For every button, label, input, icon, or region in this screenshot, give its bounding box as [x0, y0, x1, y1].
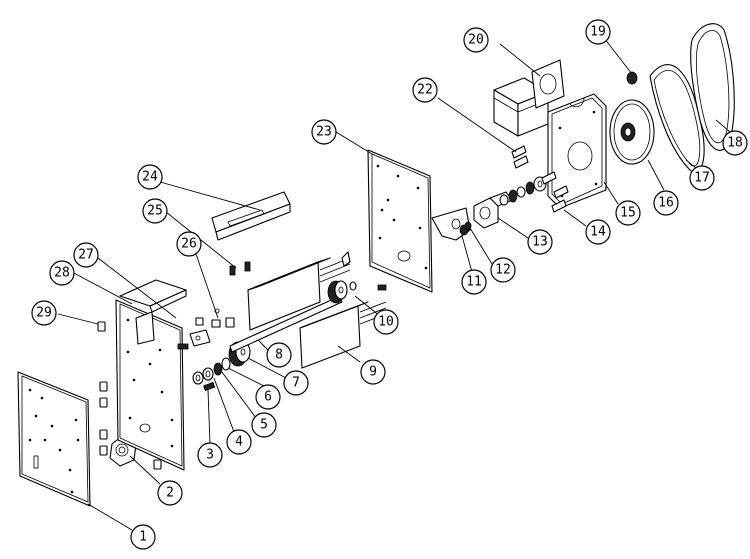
callout-17-label: 17	[694, 171, 710, 186]
callout-28: 28	[49, 260, 75, 286]
callout-19-label: 19	[590, 25, 606, 40]
callout-26: 26	[176, 231, 202, 257]
washer-chain	[499, 176, 547, 206]
callout-14: 14	[585, 219, 611, 245]
callout-26-label: 26	[181, 237, 197, 252]
callout-24: 24	[137, 164, 163, 190]
part-11-bracket	[431, 207, 471, 241]
callout-5-label: 5	[260, 418, 268, 433]
callout-11-label: 11	[466, 275, 482, 290]
callout-11: 11	[461, 269, 487, 295]
callout-27-label: 27	[78, 248, 94, 263]
callout-15-label: 15	[620, 206, 636, 221]
callout-18: 18	[722, 130, 748, 156]
callout-3-label: 3	[206, 448, 214, 463]
callout-8: 8	[266, 342, 292, 368]
part-bar-housing-upper	[247, 257, 351, 331]
part-26-block	[189, 308, 235, 347]
part-15-side-plate	[547, 93, 607, 209]
part-28-main-plate	[115, 299, 185, 471]
callout-8-label: 8	[275, 348, 283, 363]
callout-3: 3	[197, 442, 223, 468]
part-9-bar-housing	[299, 301, 387, 369]
callout-19: 19	[585, 19, 611, 45]
callout-5: 5	[251, 412, 277, 438]
callout-16-label: 16	[658, 196, 674, 211]
callout-20: 20	[463, 27, 489, 53]
part-8-shaft	[229, 295, 343, 353]
part-10-pulley	[327, 251, 357, 304]
callout-24-label: 24	[142, 170, 158, 185]
part-29-spacers	[97, 321, 162, 470]
callout-1: 1	[130, 524, 156, 550]
callout-13-label: 13	[532, 235, 548, 250]
part-22-standoffs	[511, 145, 529, 169]
callout-25-label: 25	[147, 204, 163, 219]
callout-13: 13	[527, 229, 553, 255]
part-24-top-bar	[211, 191, 291, 241]
leader-lines	[57, 37, 731, 531]
part-27-bent-bracket	[119, 279, 187, 345]
callout-2: 2	[157, 480, 183, 506]
callout-15: 15	[615, 200, 641, 226]
callout-14-label: 14	[590, 225, 606, 240]
callout-18-label: 18	[727, 136, 743, 151]
part-16-large-gear	[609, 99, 655, 165]
callout-9-label: 9	[369, 365, 377, 380]
callout-12-label: 12	[495, 263, 511, 278]
callout-16: 16	[653, 190, 679, 216]
callout-25: 25	[142, 198, 168, 224]
callout-23-label: 23	[316, 125, 332, 140]
callout-6-label: 6	[264, 390, 272, 405]
part-17-belt	[649, 64, 705, 173]
callout-4: 4	[226, 429, 252, 455]
callout-10-label: 10	[378, 315, 394, 330]
callout-23: 23	[311, 119, 337, 145]
callout-12: 12	[490, 257, 516, 283]
part-1-base-plate	[17, 371, 91, 507]
callout-29: 29	[31, 300, 57, 326]
callout-1-label: 1	[139, 530, 147, 545]
callout-4-label: 4	[235, 435, 243, 450]
callout-9: 9	[360, 359, 386, 385]
callout-22: 22	[412, 77, 438, 103]
callout-2-label: 2	[166, 486, 174, 501]
callout-29-label: 29	[36, 306, 52, 321]
part-19-small-gear	[626, 71, 638, 85]
callout-27: 27	[73, 242, 99, 268]
part-23-back-plate	[367, 149, 433, 293]
screws	[177, 261, 387, 392]
callout-7: 7	[283, 370, 309, 396]
callout-7-label: 7	[292, 376, 300, 391]
callout-22-label: 22	[417, 83, 433, 98]
callout-28-label: 28	[54, 266, 70, 281]
washers-3-6	[192, 357, 231, 385]
callout-20-label: 20	[468, 33, 484, 48]
callout-10: 10	[373, 309, 399, 335]
callout-17: 17	[689, 165, 715, 191]
callout-6: 6	[255, 384, 281, 410]
part-20-stepper-motor	[493, 59, 565, 137]
part-14-standoffs	[541, 171, 569, 213]
